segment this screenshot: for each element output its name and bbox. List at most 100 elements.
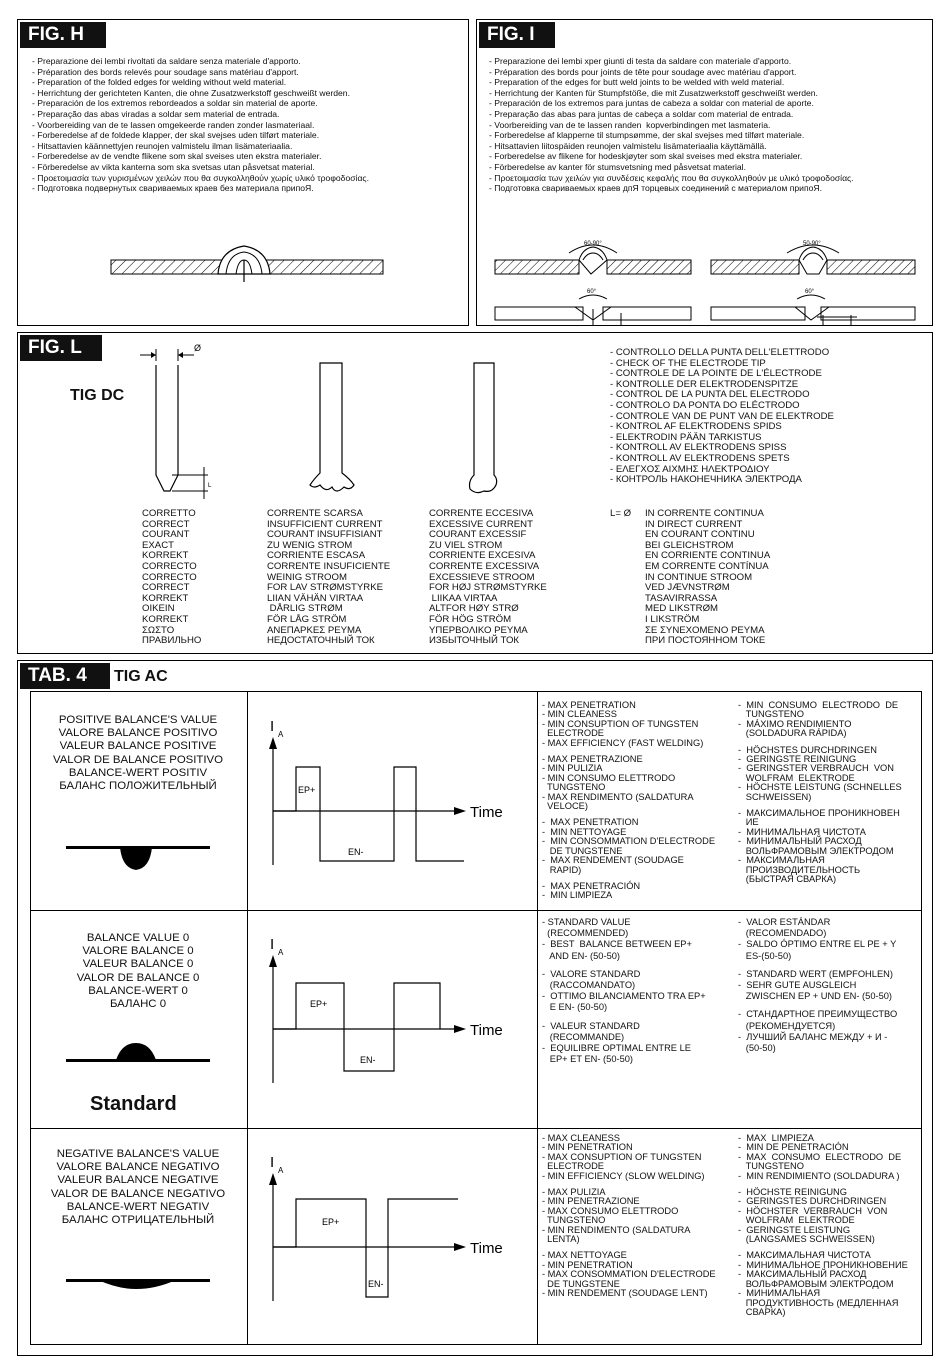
list-item: FÖR LÅG STRÖM [267,613,347,625]
list-item: ΑΝΕΠΑΡΚΕΣ ΡΕΥΜΑ [267,624,362,636]
effect-line: (50-50) [738,1043,776,1054]
text-line: - Hitsattavien käännettyjen reunojen val… [32,140,293,151]
list-item: FÖR HÖG STRÖM [429,613,512,625]
effect-line: - OTTIMO BILANCIAMENTO TRA EP+ [542,991,706,1002]
effect-line [738,962,897,969]
row-divider [31,910,921,911]
effect-line: - СТАНДАРТНОЕ ПРЕИМУЩЕСТВО [738,1009,898,1020]
tig-dc-title: TIG DC [70,387,125,404]
effect-line: (SOLDADURA RÁPIDA) [738,728,847,739]
text-line: - Preparación de los extremos para junta… [489,98,814,109]
fig-i-text: - Preparazione dei lembi xper giunti di … [489,56,854,194]
effect-line: - STANDARD WERT (EMPFOHLEN) [738,968,893,979]
list-item: CORRECTO [142,560,197,572]
positive-balance-bead [66,846,210,870]
effect-line: - GERINGSTE LEISTUNG [738,1224,851,1235]
list-item: CORRENTE EXCESSIVA [429,560,540,572]
effect-line: - MIN RENDIMENTO (SALDATURA [542,1224,691,1235]
effect-line: - MAX CONSUPTION OF TUNGSTEN [542,1151,702,1162]
list-item: EN CORRIENTE CONTINUA [645,550,771,562]
effect-line: (РЕКОМЕНДУЕТСЯ) [738,1020,836,1031]
text-line: - Preparazione dei lembi xper giunti di … [489,56,792,66]
list-item: ΥΠΕΡΒΟΛΙΚΟ ΡΕΥΜΑ [429,624,528,636]
list-item: FOR HØJ STRØMSTYRKE [429,582,547,594]
effect-line: - MAX NETTOYAGE [542,1250,627,1261]
column-divider [537,692,538,1344]
row-divider [31,1128,921,1129]
list-item: ΣΕ ΣΥΝΕΧΟΜΕΝΟ ΡΕΥΜΑ [645,624,765,636]
diameter-symbol: Ø [194,343,201,353]
correct-electrode-drawing: Ø L [140,343,212,499]
effect-line: - MAX PULIZIA [542,1187,606,1198]
list-item: ZU WENIG STROM [267,539,353,551]
text-line: - Hitsattavien liitospäiden reunojen val… [489,140,767,151]
folded-edge-weld-drawing [110,245,384,282]
list-item: MED LIKSTRØM [645,603,719,615]
effect-line: ВОЛЬФРАМОВЫМ ЭЛЕКТРОДОМ [738,845,894,856]
effect-line: (RECOMMANDE) [542,1031,625,1042]
list-item: CORRIENTE EXCESIVA [429,550,536,562]
list-item: I LIKSTRÖM [645,613,700,625]
balance-label: NEGATIVE BALANCE'S VALUE [56,1148,220,1160]
list-item: CORRECT [142,582,190,594]
list-item: - KONTROL AF ELEKTRODENS SPIDS [610,421,782,433]
effect-line: - MAX RENDIMENTO (SALDATURA [542,791,694,802]
list-item: TASAVIRRASSA [645,592,718,604]
effect-line: ПРОИЗВОДИТЕЛЬНОСТЬ [738,864,861,875]
effect-line: EP+ ET EN- (50-50) [542,1054,634,1065]
text-line: - Préparation des bords pour joints de t… [489,66,797,77]
text-line: - Preparation of the edges for butt weld… [489,77,785,88]
effect-line: ELECTRODE [542,1161,604,1172]
text-line: - Preparação das abas viradas a soldar s… [32,108,280,119]
text-line: - Подготовка подвернутых свариваемых кра… [32,183,314,194]
text-line: - Forberedelse af klapperne til stumpsøm… [489,130,805,141]
text-line: - Forberedelse av de vendte flikene som … [32,151,322,162]
fig-i-panel: FIG. I - Preparazione dei lembi xper giu… [476,19,933,326]
length-symbol: L [208,483,212,489]
effect-line: - VALOR ESTÁNDAR [738,917,831,927]
effect-line: - ЛУЧШИЙ БАЛАНС МЕЖДУ + И - [738,1031,888,1042]
balance-label: VALEUR BALANCE NEGATIVE [57,1174,219,1187]
list-item: - CHECK OF THE ELECTRODE TIP [610,357,766,369]
list-item: FOR LAV STRØMSTYRKE [267,582,384,594]
balance-label: VALORE BALANCE POSITIVO [58,727,218,740]
axis-current-label: I [270,1154,274,1171]
text-line: - Προετοιμασία των γυρισμένων χειλών που… [32,172,369,183]
fig-i-label: FIG. I [479,22,555,48]
balance-label: BALANCE-WERT POSITIV [68,766,208,779]
effect-line: - MIN DE PENETRACIÓN [738,1142,849,1153]
text-line: - Προετοιμασία των χειλών για συνδέσεις … [489,172,854,183]
list-item: НЕДОСТАТОЧНЫЙ ТОК [267,635,375,647]
effect-line: LENTA) [542,1234,580,1245]
list-item: - KONTROLL AV ELEKTRODENS SPISS [610,442,787,454]
effect-line: E EN- (50-50) [542,1002,608,1013]
list-item: - ΕΛΕΓΧΟΣ ΑΙΧΜΗΣ ΗΛΕΚΤΡΟΔΙΟΥ [610,463,770,475]
balance-label: VALOR DE BALANCE NEGATIVO [50,1187,226,1200]
effect-line: WOLFRAM ELEKTRODE [738,1215,855,1226]
effect-line: - MAX PENETRAZIONE [542,754,643,765]
effect-line: - MAX CLEANESS [542,1133,621,1143]
angle-label: 50-90° [803,241,821,247]
list-item: OIKEIN [142,603,175,615]
list-item: CORRENTE SCARSA [267,508,363,519]
effect-line: RAPID) [542,864,582,875]
effect-line: - HÖCHSTE LEISTUNG (SCHNELLES [738,782,902,793]
effect-line: - МИНИМАЛЬНОЕ ПРОНИКНОВЕНИЕ [738,1259,908,1270]
effect-line: СВАРКА) [738,1306,786,1317]
effect-line: - МАКСИМАЛЬНЫЙ РАСХОД [738,1269,867,1280]
balance-label: VALEUR BALANCE POSITIVE [59,740,217,753]
effect-line: AND EN- (50-50) [542,950,621,961]
list-item: KORREKT [142,613,189,625]
effect-line: - МИНИМАЛЬНАЯ ЧИСТОТА [738,826,866,837]
list-item: EXCESSIVE CURRENT [429,518,533,530]
list-item: - KONTROLLE DER ELEKTRODENSPITZE [610,378,799,390]
list-item: CORRIENTE ESCASA [267,550,366,562]
effect-line: - MIN RENDEMENT (SOUDAGE LENT) [542,1288,708,1299]
effect-line: - MIN PENETRATION [542,1142,633,1153]
list-item: COURANT [142,529,190,541]
